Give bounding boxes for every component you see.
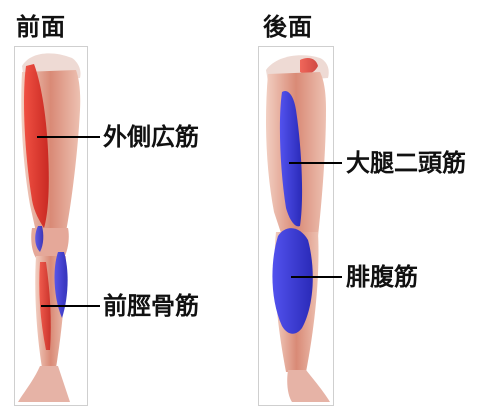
label-biceps-femoris: 大腿二頭筋 [346, 151, 466, 175]
label-vastus-lateralis: 外側広筋 [103, 125, 199, 149]
front-foot [18, 366, 70, 402]
back-leg [266, 55, 330, 402]
label-gastrocnemius: 腓腹筋 [346, 265, 418, 289]
front-leg [18, 53, 81, 402]
label-tibialis-anterior: 前脛骨筋 [103, 294, 199, 318]
back-foot [287, 370, 330, 402]
